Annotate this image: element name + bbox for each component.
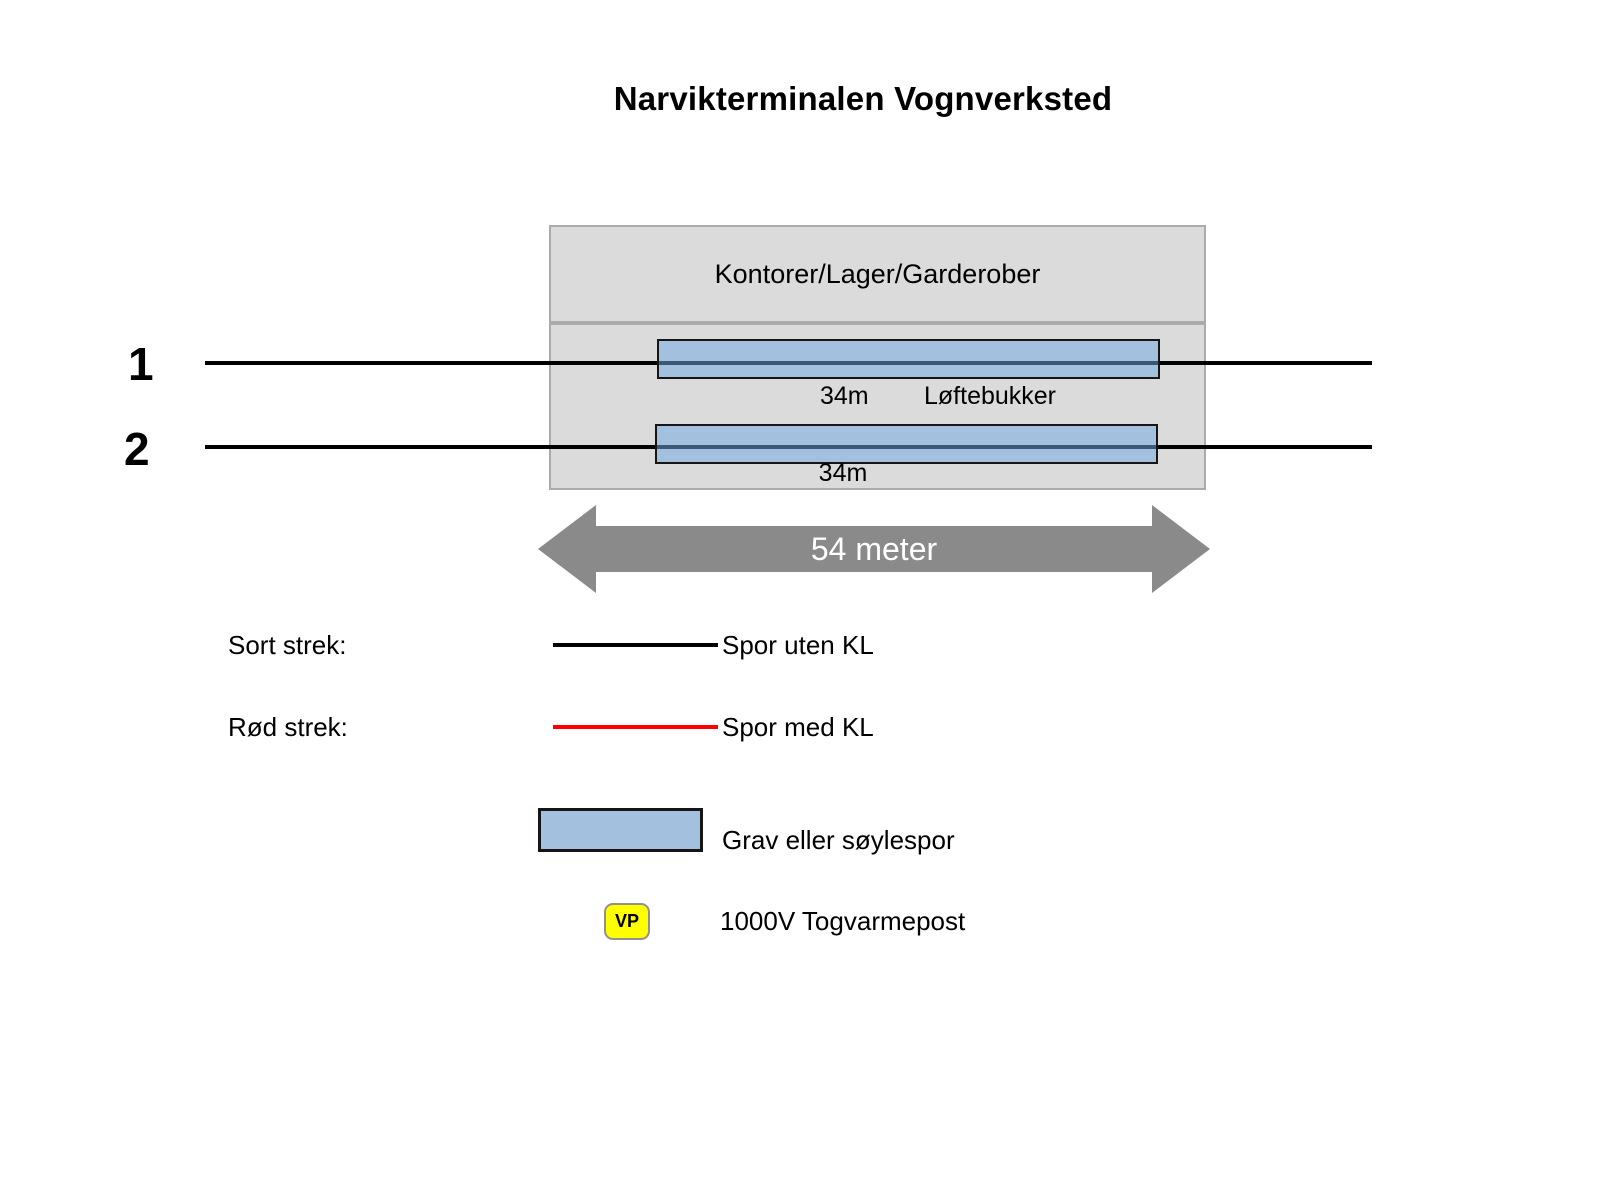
- track-1-pit-length: 34m: [820, 382, 869, 410]
- dimension-label: 54 meter: [810, 530, 938, 567]
- track-1-pit-note: Løftebukker: [924, 382, 1057, 410]
- dimension-arrow-right-head: [1152, 505, 1210, 593]
- track-2-pit-length: 34m: [818, 459, 868, 487]
- dimension-arrow-left-head: [538, 505, 596, 593]
- legend-black-line-swatch: [553, 643, 718, 647]
- track-2-pit-line: [657, 445, 1156, 449]
- legend-vp-description: 1000V Togvarmepost: [720, 906, 966, 936]
- track-1-pit: [657, 339, 1160, 379]
- vp-badge: VP: [604, 903, 650, 940]
- track-1-pit-line: [659, 361, 1158, 365]
- track-2-pit: [655, 424, 1158, 464]
- track-2-number: 2: [124, 423, 150, 475]
- legend-red-term: Rød strek:: [228, 712, 348, 742]
- legend-red-line-swatch: [553, 725, 718, 729]
- track-1-number: 1: [128, 338, 154, 390]
- dimension-arrow: 54 meter: [596, 526, 1152, 572]
- legend-red-description: Spor med KL: [722, 712, 874, 742]
- legend-pit-description: Grav eller søylespor: [722, 825, 955, 855]
- building-header-label: Kontorer/Lager/Garderober: [714, 258, 1041, 289]
- legend-black-description: Spor uten KL: [722, 630, 874, 660]
- page-title: Narvikterminalen Vognverksted: [613, 80, 1113, 117]
- vp-badge-label: VP: [614, 911, 639, 931]
- legend-pit-swatch: [538, 808, 703, 852]
- building-header-box: Kontorer/Lager/Garderober: [549, 225, 1206, 323]
- legend-black-term: Sort strek:: [228, 630, 347, 660]
